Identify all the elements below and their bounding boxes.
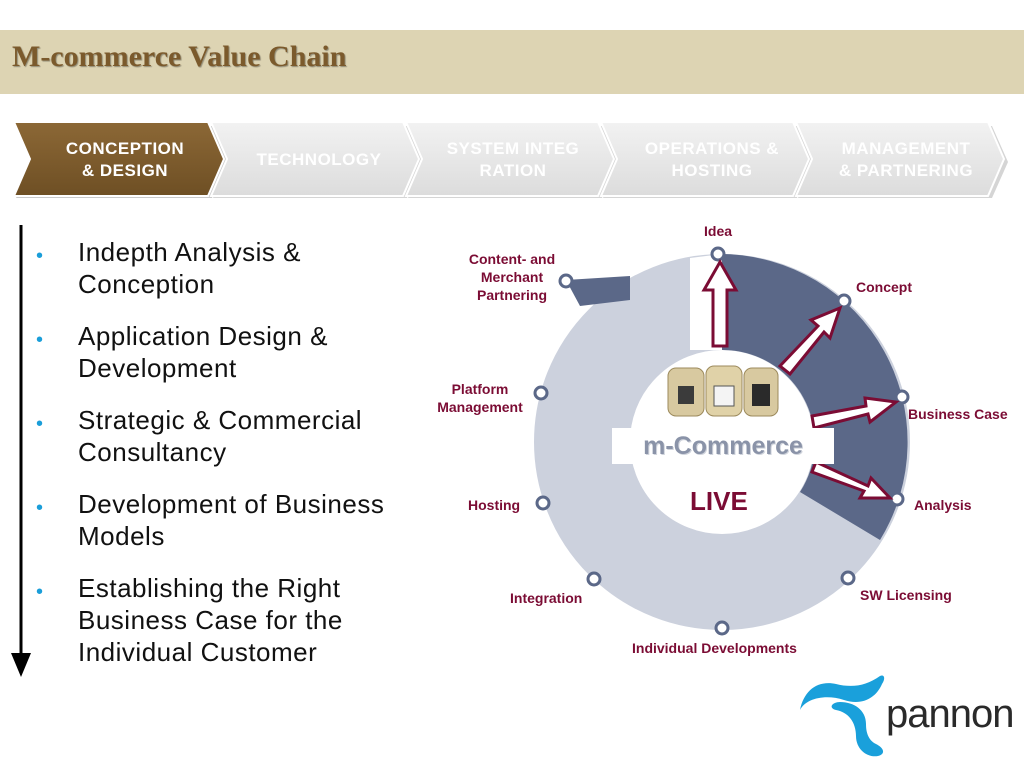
live-label: LIVE (690, 486, 748, 516)
marker-business-case (894, 389, 910, 405)
step-label-conception: CONCEPTION & DESIGN (65, 139, 185, 180)
marker-sw-licensing (840, 570, 856, 586)
stage-label-content-partnering: Content- and Merchant Partnering (468, 251, 556, 303)
marker-integration (586, 571, 602, 587)
arrow-idea (701, 258, 739, 348)
marker-hosting (535, 495, 551, 511)
step-label-operations: OPERATIONS & HOSTING (644, 139, 780, 180)
stage-label-business-case: Business Case (908, 406, 1008, 422)
stage-label-concept: Concept (856, 279, 912, 295)
chevron-step-1[interactable] (12, 121, 228, 198)
arrow-analysis (810, 459, 894, 500)
down-arrow (11, 225, 31, 677)
arrow-business-case (810, 396, 900, 430)
chevron-step-3[interactable] (404, 121, 618, 198)
page-title: M-commerce Value Chain (12, 40, 347, 73)
chevron-step-5[interactable] (794, 121, 1008, 198)
stage-label-integration: Integration (510, 590, 583, 606)
arrow-concept (777, 305, 843, 377)
brand-name: pannon (886, 692, 1014, 736)
stage-label-individual-developments: Individual Developments (632, 640, 797, 656)
bullet-icon: • (36, 581, 44, 603)
phone-devices-icon (667, 365, 779, 417)
list-item: •Development of Business Models (36, 489, 385, 551)
mcommerce-cycle-diagram (533, 246, 910, 636)
list-item: •Strategic & Commercial Consultancy (36, 405, 363, 467)
process-chevrons (12, 121, 1008, 198)
marker-concept (836, 293, 852, 309)
step-label-technology: TECHNOLOGY (256, 150, 382, 169)
stage-label-idea: Idea (704, 223, 733, 239)
stage-label-analysis: Analysis (914, 497, 972, 513)
mcommerce-center-label: m-Commerce (612, 428, 834, 464)
list-item: •Establishing the Right Business Case fo… (36, 573, 343, 667)
chevron-step-4[interactable] (599, 121, 813, 198)
step-label-system-integration: SYSTEM INTEGRATION (446, 139, 580, 180)
title-band (0, 30, 1024, 94)
stage-label-sw-licensing: SW Licensing (860, 587, 952, 603)
bullet-icon: • (36, 329, 44, 351)
bullet-icon: • (36, 245, 44, 267)
marker-platform (533, 385, 549, 401)
bullet-list: •Indepth Analysis & Conception •Applicat… (36, 236, 416, 688)
list-item: •Indepth Analysis & Conception (36, 237, 301, 299)
stage-label-platform-management: Platform Management (437, 381, 523, 415)
step-label-management: MANAGEMENT & PARTNERING (838, 139, 974, 180)
pannon-logo-icon (800, 675, 885, 757)
chevron-step-2[interactable] (209, 121, 423, 198)
marker-content (558, 273, 574, 289)
stage-label-hosting: Hosting (468, 497, 521, 513)
marker-idea (710, 246, 726, 262)
bullet-icon: • (36, 413, 44, 435)
bullet-icon: • (36, 497, 44, 519)
marker-individual (714, 620, 730, 636)
cycle-ring-dark (722, 254, 908, 540)
list-item: •Application Design & Development (36, 321, 328, 383)
